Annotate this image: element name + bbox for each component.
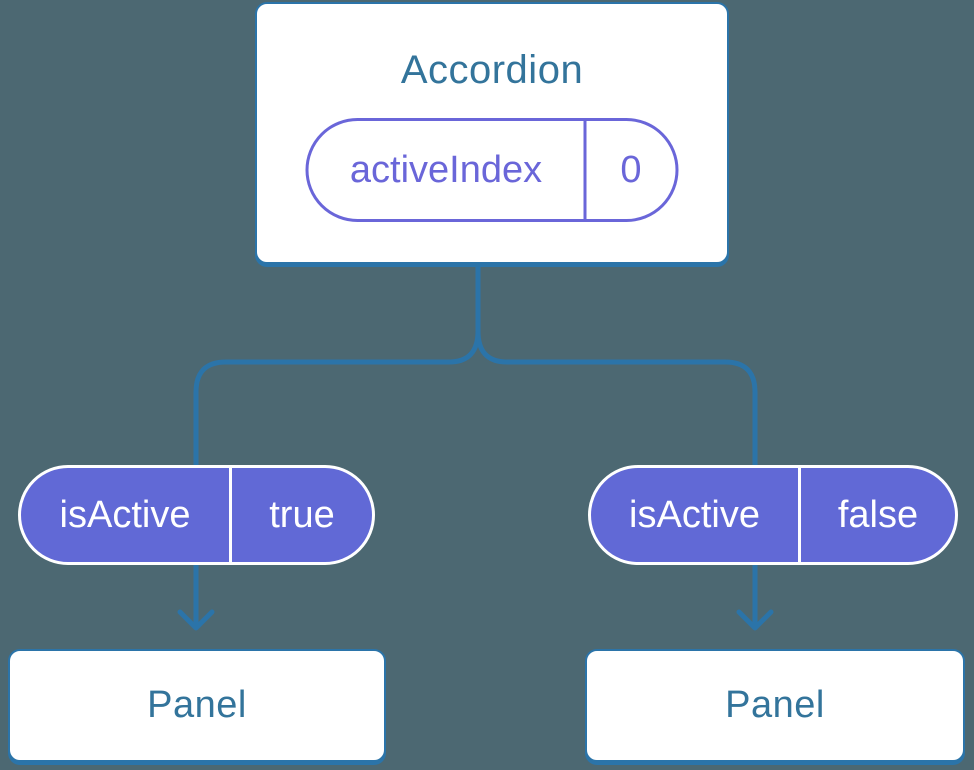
arrowhead-right-icon: [736, 609, 774, 631]
prop-value-label: true: [229, 468, 372, 562]
prop-pill-isactive-true: isActive true: [18, 465, 375, 565]
prop-name-label: isActive: [59, 493, 191, 536]
prop-name-label: isActive: [629, 493, 760, 536]
state-value-label: 0: [583, 121, 676, 219]
connector-left-branch: [193, 260, 481, 628]
panel-component-box-right: Panel: [585, 649, 965, 762]
prop-pill-isactive-false: isActive false: [588, 465, 958, 565]
accordion-title: Accordion: [400, 48, 584, 92]
connector-right-branch: [475, 260, 758, 628]
arrowhead-left-icon: [177, 609, 215, 631]
state-name-label: activeIndex: [349, 148, 543, 191]
accordion-component-box: Accordion activeIndex 0: [255, 2, 729, 264]
prop-value-label: false: [798, 468, 955, 562]
panel-component-box-left: Panel: [8, 649, 386, 762]
state-pill-activeindex: activeIndex 0: [305, 118, 679, 222]
